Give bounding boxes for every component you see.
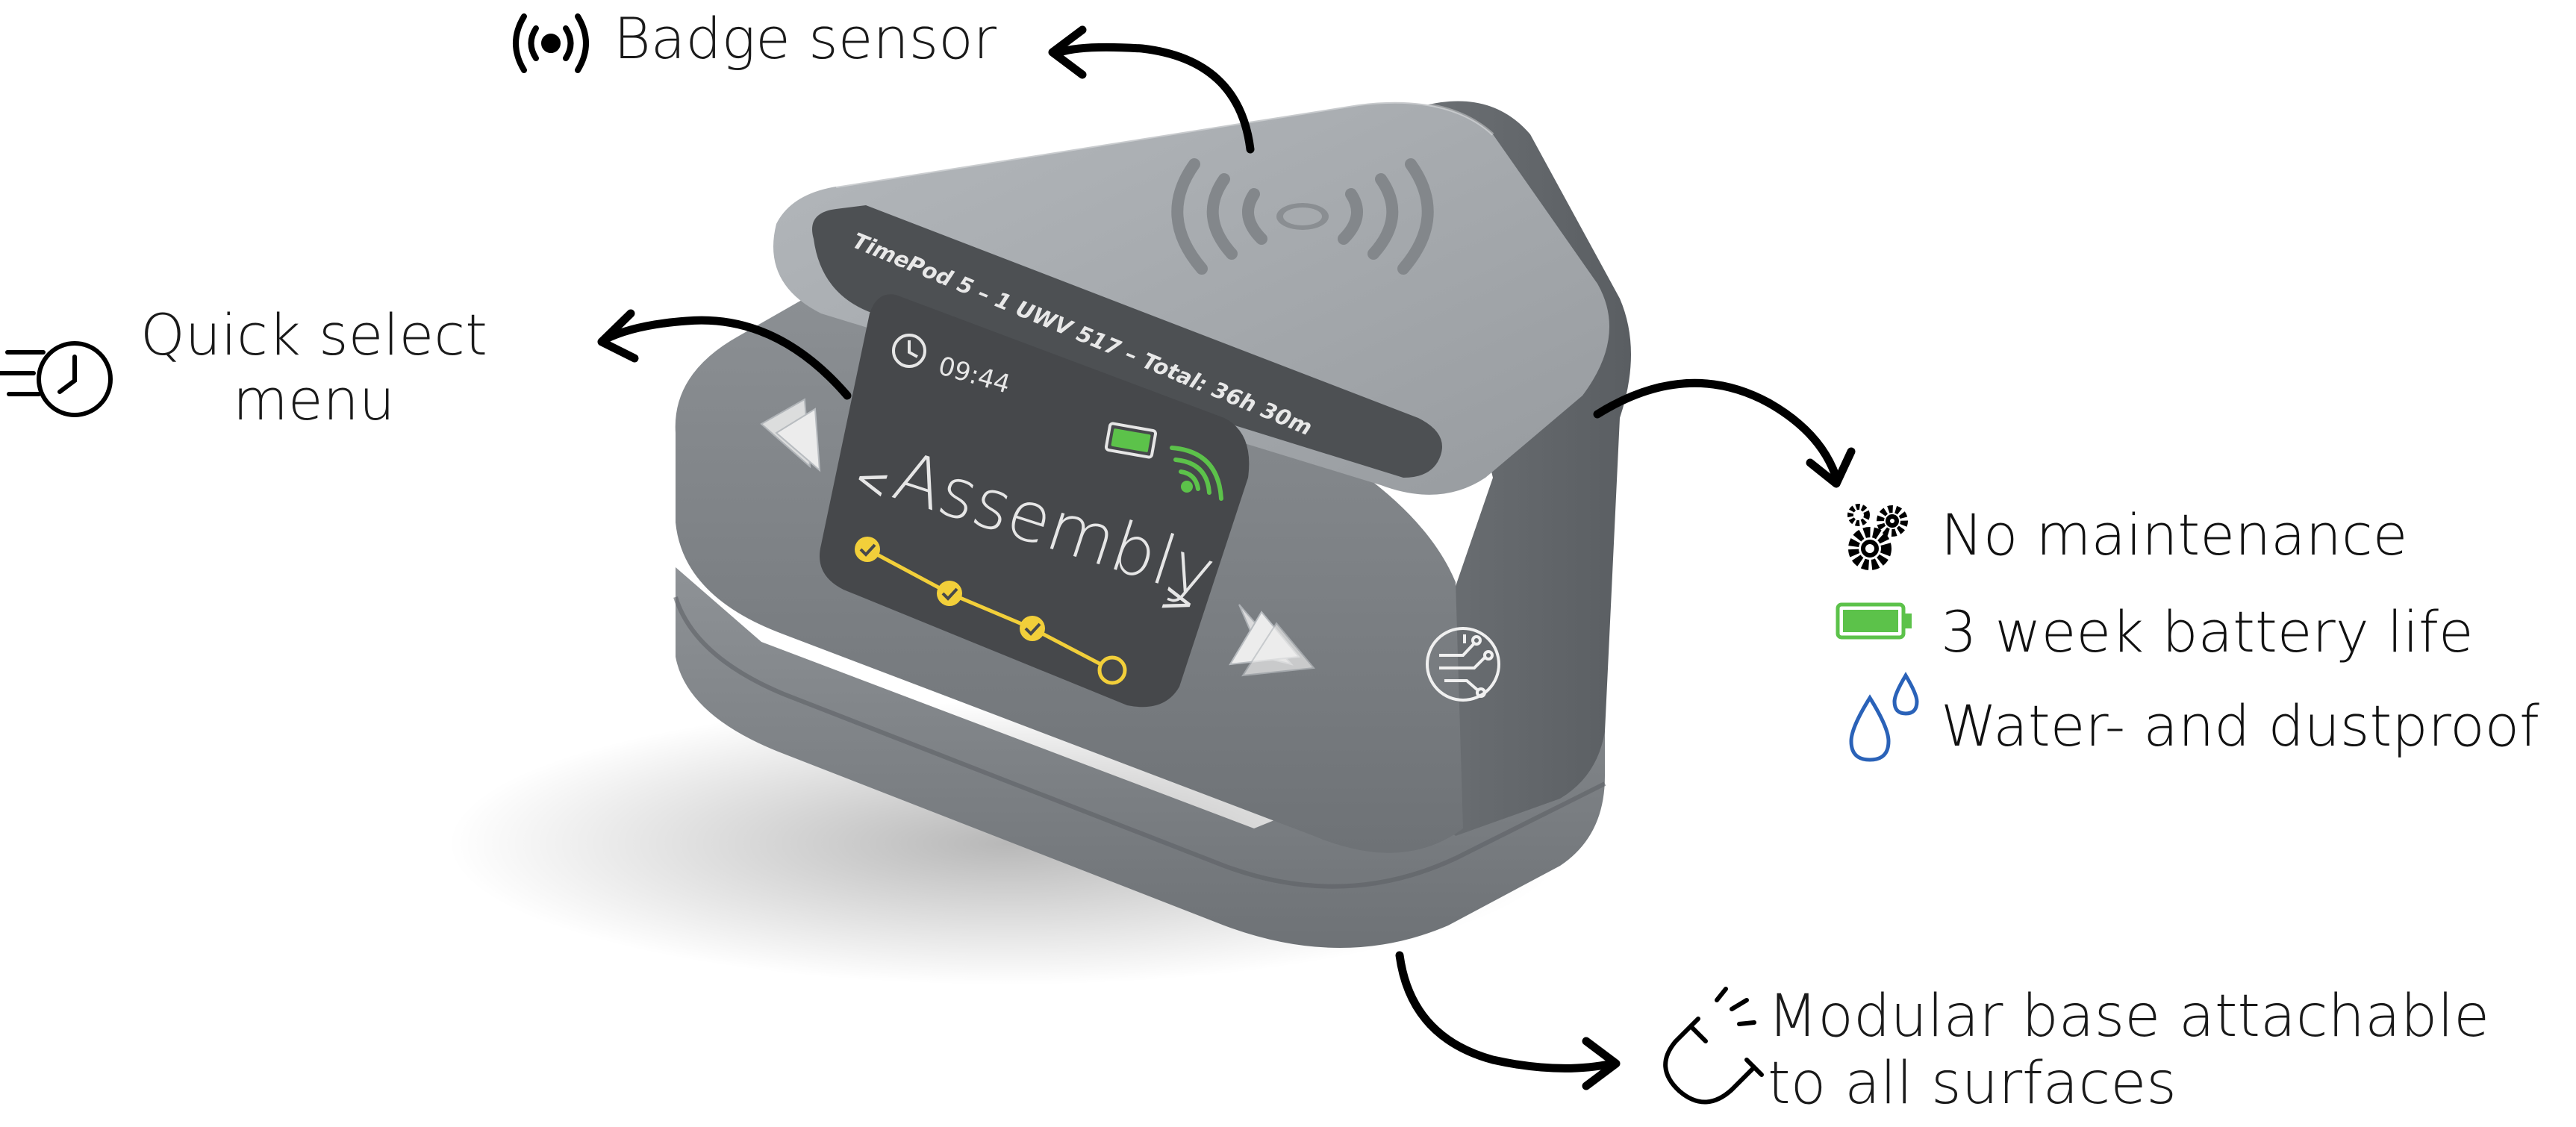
- feature-waterproof: Water- and dustproof: [1941, 693, 2539, 759]
- feature-no-maintenance: No maintenance: [1941, 502, 2408, 568]
- progress-step-done: [1020, 616, 1045, 641]
- screen-progress: [855, 537, 1127, 685]
- feature-battery-life: 3 week battery life: [1941, 599, 2474, 665]
- progress-step-done: [937, 581, 962, 606]
- badge-sensor-label: Badge sensor: [614, 5, 997, 72]
- water-drops-icon: [1849, 672, 1919, 762]
- device-right-button-icon[interactable]: [1229, 604, 1315, 677]
- modular-base-line2: to all surfaces: [1768, 1049, 2177, 1117]
- arrow-features: [1593, 378, 1841, 482]
- callout-arrows: [597, 25, 1856, 1090]
- device-screen: [820, 294, 1250, 708]
- screen-clock-icon: [892, 334, 926, 368]
- screen-battery-icon: [1104, 422, 1158, 459]
- clock-speed-icon: [0, 341, 113, 417]
- quick-select-label: Quick select menu: [140, 302, 487, 433]
- screen-wifi-icon: [1170, 446, 1223, 501]
- quick-select-label-line2: menu: [232, 366, 395, 434]
- device-base: [676, 567, 1605, 948]
- magnet-icon: [1663, 987, 1764, 1105]
- gears-icon: [1847, 504, 1908, 570]
- progress-step-done: [855, 537, 880, 562]
- modular-base-line1: Modular base attachable: [1768, 983, 2490, 1050]
- progress-step-pending: [1097, 655, 1127, 685]
- device-header-band: [812, 205, 1442, 478]
- arrow-quick-select: [600, 316, 852, 400]
- modular-base-label: Modular base attachable to all surfaces: [1768, 983, 2490, 1117]
- badge-sensor-waves: [1171, 158, 1434, 275]
- battery-icon: [1836, 602, 1912, 640]
- device-left-button-icon[interactable]: [760, 398, 821, 472]
- nfc-circuit-icon: [1426, 627, 1500, 702]
- quick-select-label-line1: Quick select: [140, 302, 487, 368]
- wireless-signal-icon: [513, 13, 589, 73]
- arrow-badge-sensor: [1055, 43, 1255, 154]
- device-top-face: [773, 102, 1609, 495]
- arrow-modular-base: [1395, 951, 1617, 1073]
